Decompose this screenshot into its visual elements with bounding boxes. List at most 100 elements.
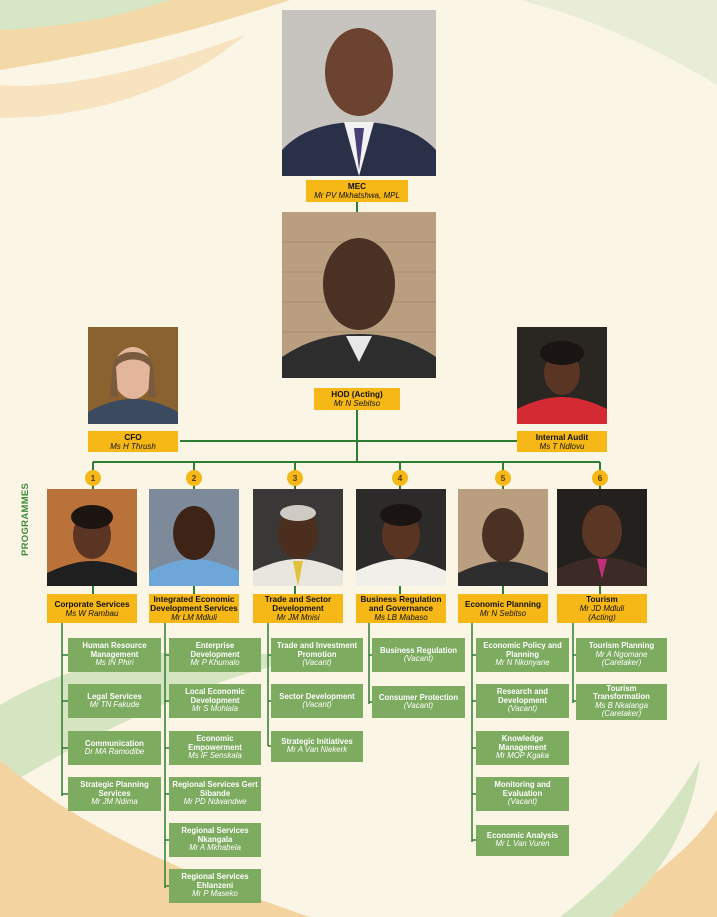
unit-title: Strategic Initiatives — [281, 737, 353, 746]
unit-box: Economic Empowerment Ms IF Senskala — [169, 731, 261, 765]
unit-name: (Vacant) — [507, 797, 538, 807]
unit-box: Local Economic Development Mr S Mohlala — [169, 684, 261, 718]
unit-name: Mr A Mkhabela — [189, 843, 241, 853]
programme-4-number: 4 — [392, 470, 408, 486]
unit-title: Economic Empowerment — [188, 734, 242, 752]
unit-name: Dr MA Ramodibe — [84, 746, 145, 756]
unit-name: Mr A Ngomane — [595, 649, 648, 659]
internal-audit-photo — [517, 327, 607, 424]
programme-4-name: Ms LB Mabaso — [374, 613, 428, 622]
unit-box: Business Regulation (Vacant) — [372, 638, 465, 672]
unit-box: Trade and Investment Promotion (Vacant) — [271, 638, 363, 672]
cfo-photo — [88, 327, 178, 424]
unit-box: Monitoring and Evaluation (Vacant) — [476, 777, 569, 811]
hod-box: HOD (Acting) Mr N Sebitso — [314, 388, 400, 410]
unit-name: Ms IN Phiri — [95, 658, 134, 668]
unit-name: Mr MOP Kgaka — [495, 751, 549, 761]
programme-5-box: Economic Planning Mr N Sebitso — [458, 594, 548, 623]
programme-6-title: Tourism — [586, 595, 618, 604]
unit-name: (Vacant) — [302, 699, 332, 709]
programme-1-box: Corporate Services Ms W Rambau — [47, 594, 137, 623]
unit-box: Consumer Protection (Vacant) — [372, 686, 465, 718]
internal-audit-title: Internal Audit — [535, 432, 589, 442]
programme-3-photo — [253, 489, 343, 586]
programme-6-number: 6 — [592, 470, 608, 486]
unit-name: Ms B Nkalanga — [595, 700, 648, 710]
internal-audit-name: Ms T Ndlovu — [539, 441, 585, 451]
unit-name: Mr JM Ndima — [91, 797, 138, 807]
unit-box: Enterprise Development Mr P Khumalo — [169, 638, 261, 672]
unit-title: Tourism Transformation — [593, 684, 650, 702]
unit-box: Regional Services Ehlanzeni Mr P Maseko — [169, 869, 261, 903]
unit-name: (Vacant) — [507, 704, 538, 714]
programme-6-name-note: (Acting) — [588, 613, 616, 622]
unit-title: Monitoring and Evaluation — [494, 780, 551, 798]
hod-photo — [282, 212, 436, 378]
unit-box: Legal Services Mr TN Fakude — [68, 684, 161, 718]
programme-3-name: Mr JM Mnisi — [276, 613, 320, 622]
unit-title: Consumer Protection — [378, 692, 459, 702]
programme-4-title: Business Regulation and Governance — [360, 595, 442, 613]
unit-name: Ms IF Senskala — [188, 751, 242, 761]
unit-name: (Vacant) — [302, 658, 332, 668]
programme-2-name: Mr LM Mdluli — [171, 613, 217, 622]
unit-title: Economic Analysis — [486, 831, 559, 840]
unit-box: Regional Services Gert Sibande Mr PD Ndw… — [169, 777, 261, 811]
programme-1-name: Ms W Rambau — [65, 608, 119, 618]
unit-title: Regional Services Nkangala — [181, 826, 249, 844]
mec-name: Mr PV Mkhatshwa, MPL — [314, 191, 400, 200]
programme-6-box: Tourism Mr JD Mdluli (Acting) — [557, 594, 647, 623]
programme-3-title: Trade and Sector Development — [264, 595, 332, 613]
unit-title: Strategic Planning Services — [80, 780, 149, 798]
unit-name: Mr PD Ndwandwe — [183, 797, 247, 807]
unit-box: Human Resource Management Ms IN Phiri — [68, 638, 161, 672]
unit-title: Human Resource Management — [82, 641, 147, 659]
hod-title: HOD (Acting) — [331, 390, 383, 399]
unit-title: Legal Services — [87, 691, 142, 701]
programme-3-box: Trade and Sector Development Mr JM Mnisi — [253, 594, 343, 623]
mec-title: MEC — [347, 182, 367, 191]
programme-4-box: Business Regulation and Governance Ms LB… — [356, 594, 446, 623]
unit-title: Regional Services Gert Sibande — [172, 780, 258, 798]
cfo-name: Ms H Thrush — [110, 441, 156, 451]
unit-box: Strategic Initiatives Mr A Van Niekerk — [271, 731, 363, 762]
unit-name-note: (Caretaker) — [601, 658, 642, 668]
programme-2-box: Integrated Economic Development Services… — [149, 594, 239, 623]
programme-1-photo — [47, 489, 137, 586]
programme-2-photo — [149, 489, 239, 586]
cfo-box: CFO Ms H Thrush — [88, 431, 178, 452]
mec-box: MEC Mr PV Mkhatshwa, MPL — [306, 180, 408, 202]
unit-box: Communication Dr MA Ramodibe — [68, 731, 161, 765]
programme-2-title: Integrated Economic Development Services — [150, 595, 238, 613]
unit-name: (Vacant) — [403, 700, 434, 710]
programme-5-name: Mr N Sebitso — [479, 608, 527, 618]
unit-title: Economic Policy and Planning — [483, 641, 562, 659]
unit-title: Business Regulation — [379, 645, 458, 655]
unit-box: Regional Services Nkangala Mr A Mkhabela — [169, 823, 261, 857]
unit-name: (Vacant) — [403, 653, 434, 663]
programme-5-photo — [458, 489, 548, 586]
unit-title: Local Economic Development — [185, 687, 245, 705]
programme-4-photo — [356, 489, 446, 586]
unit-box: Tourism Planning Mr A Ngomane (Caretaker… — [576, 638, 667, 672]
unit-box: Economic Policy and Planning Mr N Nkonya… — [476, 638, 569, 672]
hod-name: Mr N Sebitso — [333, 399, 381, 408]
internal-audit-box: Internal Audit Ms T Ndlovu — [517, 431, 607, 452]
programme-5-title: Economic Planning — [465, 599, 541, 609]
unit-box: Research and Development (Vacant) — [476, 684, 569, 718]
unit-name: Mr N Nkonyane — [495, 658, 550, 668]
unit-title: Knowledge Management — [498, 734, 547, 752]
unit-title: Research and Development — [496, 687, 549, 705]
unit-name: Mr P Khumalo — [190, 658, 240, 668]
programme-1-number: 1 — [85, 470, 101, 486]
unit-name: Mr L Van Vuren — [495, 839, 550, 849]
unit-name: Mr A Van Niekerk — [286, 745, 348, 755]
programme-6-photo — [557, 489, 647, 586]
programmes-label: PROGRAMMES — [20, 482, 31, 556]
cfo-title: CFO — [124, 432, 142, 442]
unit-name: Mr S Mohlala — [192, 704, 238, 714]
unit-name: Mr TN Fakude — [89, 699, 140, 709]
programme-5-number: 5 — [495, 470, 511, 486]
unit-box: Sector Development (Vacant) — [271, 684, 363, 718]
unit-box: Strategic Planning Services Mr JM Ndima — [68, 777, 161, 811]
